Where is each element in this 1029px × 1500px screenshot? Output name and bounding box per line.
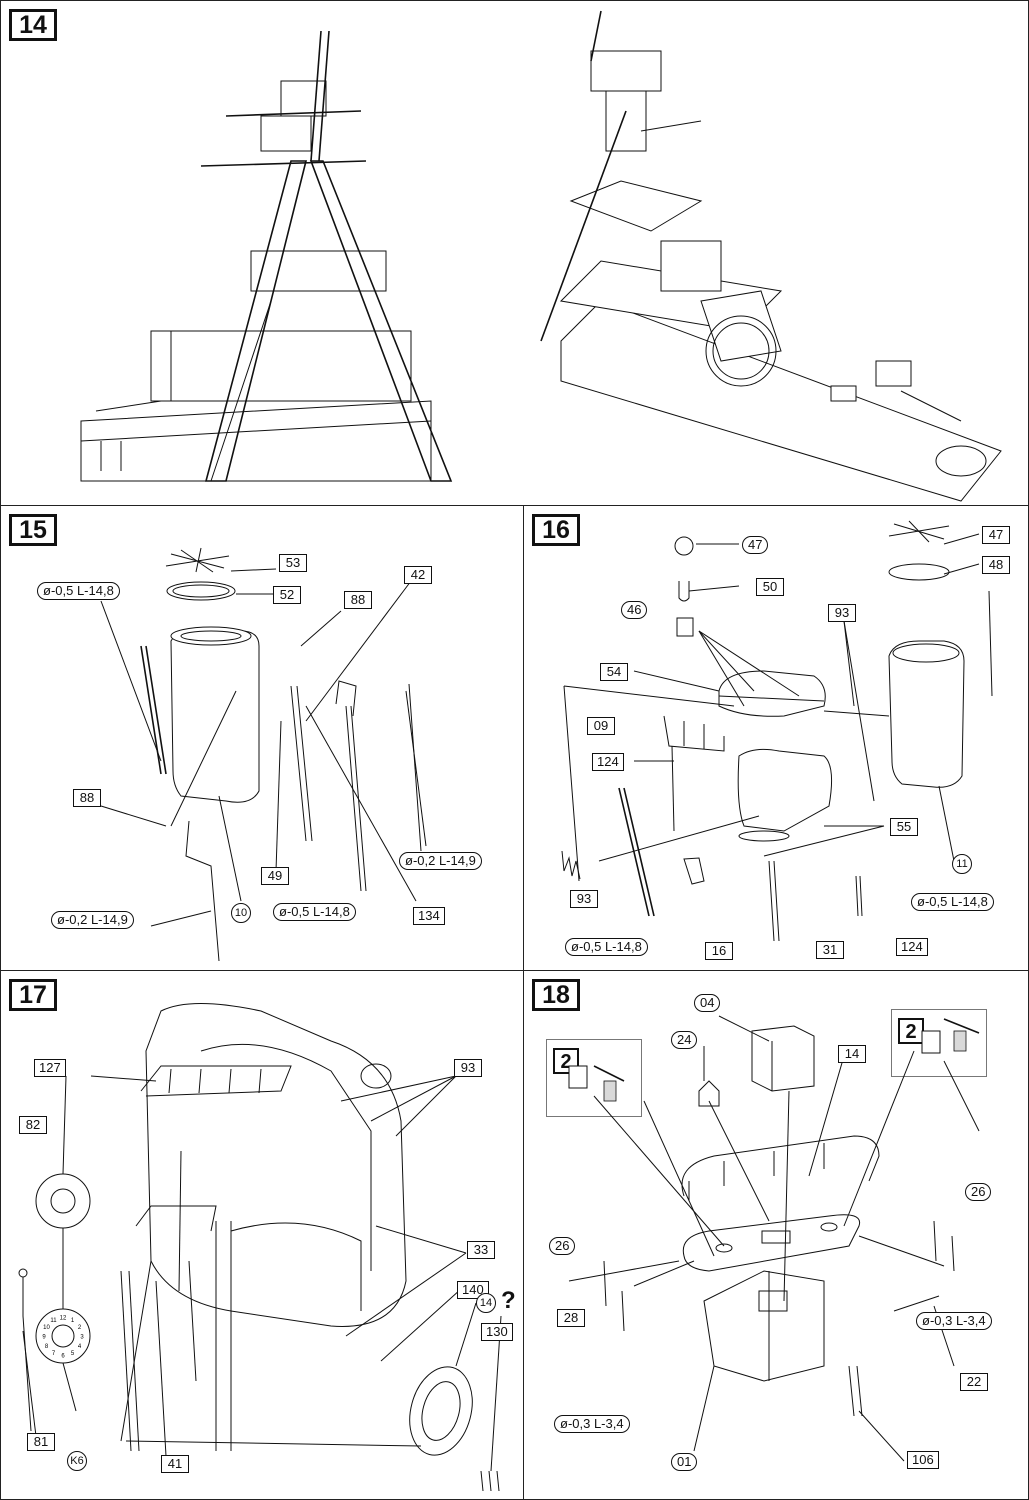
part-label-53: 53	[279, 554, 307, 572]
funnel-cap-assembly-drawing	[561, 520, 993, 942]
dial-number: 3	[80, 1335, 84, 1341]
dial-number: 10	[43, 1325, 50, 1331]
funnel-11-body	[888, 640, 965, 788]
dial-number: 7	[52, 1351, 56, 1357]
step-14-panel: 14	[0, 0, 1029, 506]
part-label-50: 50	[756, 578, 784, 596]
wire-spec-label: ø-0,5 L-14,8	[273, 903, 356, 921]
wire-spec-label: ø-0,3 L-3,4	[916, 1312, 992, 1330]
part-label-47: 47	[742, 536, 769, 554]
part-label-81: 81	[27, 1433, 55, 1451]
part-label-124: 124	[592, 753, 624, 771]
part-label-47: 47	[982, 526, 1010, 544]
dial-number: 6	[61, 1354, 65, 1360]
part-label-11: 11	[952, 854, 972, 874]
part-label-24: 24	[671, 1031, 698, 1049]
part-label-93: 93	[828, 604, 856, 622]
wire-spec-label: ø-0,2 L-14,9	[399, 852, 482, 870]
question-mark: ?	[501, 1287, 516, 1314]
tower-front-view	[80, 30, 453, 482]
part-label-33: 33	[467, 1241, 495, 1259]
part-label-16: 16	[705, 942, 733, 960]
part-label-14: 14	[838, 1045, 866, 1063]
part-label-48: 48	[982, 556, 1010, 574]
part-label-134: 134	[413, 907, 445, 925]
step-16-panel: 16	[523, 505, 1029, 971]
part-label-28: 28	[557, 1309, 585, 1327]
step-17-panel: 17	[0, 970, 524, 1500]
step-18-panel: 18 2 2	[523, 970, 1029, 1500]
inset-gun-detail: 2	[546, 1039, 642, 1117]
funnel-assembly-drawing	[100, 547, 427, 962]
dial-number: 5	[71, 1351, 75, 1357]
part-label-130: 130	[481, 1323, 513, 1341]
part-label-127: 127	[34, 1059, 66, 1077]
dial-number: 1	[71, 1318, 75, 1324]
platform-54	[718, 670, 826, 717]
part-label-10: 10	[231, 903, 251, 923]
part-label-93: 93	[570, 890, 598, 908]
part-label-42: 42	[404, 566, 432, 584]
part-label-09: 09	[587, 717, 615, 735]
railing-09	[663, 715, 725, 752]
part-label-26: 26	[549, 1237, 576, 1255]
dial-number: 4	[78, 1344, 82, 1350]
part-label-31: 31	[816, 941, 844, 959]
wire-spec-label: ø-0,5 L-14,8	[565, 938, 648, 956]
part-label-49: 49	[261, 867, 289, 885]
tower-base-body	[145, 1003, 407, 1327]
part-label-14: 14	[476, 1293, 496, 1313]
screen-55	[737, 748, 833, 832]
part-label-82: 82	[19, 1116, 47, 1134]
part-label-52: 52	[273, 586, 301, 604]
inset-step-ref: 2	[553, 1048, 579, 1074]
part-label-K6: K6	[67, 1451, 87, 1471]
step-number-17: 17	[9, 979, 57, 1011]
part-label-54: 54	[600, 663, 628, 681]
ship-isometric-view	[540, 10, 1002, 502]
part-label-55: 55	[890, 818, 918, 836]
bridge-tower-illustration	[80, 10, 1002, 502]
dial-number: 9	[42, 1335, 46, 1341]
part-label-93: 93	[454, 1059, 482, 1077]
step-15-panel: 15	[0, 505, 524, 971]
funnel-10-body	[170, 630, 260, 803]
step-number-18: 18	[532, 979, 580, 1011]
step-number-14: 14	[9, 9, 57, 41]
wire-spec-label: ø-0,2 L-14,9	[51, 911, 134, 929]
dial-number: 8	[45, 1344, 49, 1350]
part-label-22: 22	[960, 1373, 988, 1391]
part-label-140: 140	[457, 1281, 489, 1299]
step-number-15: 15	[9, 514, 57, 546]
wire-spec-label: ø-0,5 L-14,8	[37, 582, 120, 600]
wire-spec-label: ø-0,5 L-14,8	[911, 893, 994, 911]
part-label-88: 88	[344, 591, 372, 609]
part-label-26: 26	[965, 1183, 992, 1201]
bridge-top-assembly-drawing	[568, 1015, 980, 1462]
dial-number: 2	[78, 1325, 82, 1331]
part-label-88: 88	[73, 789, 101, 807]
dial-number: 11	[50, 1318, 57, 1324]
part-label-46: 46	[621, 601, 648, 619]
part-label-04: 04	[694, 994, 721, 1012]
part-label-124: 124	[896, 938, 928, 956]
dial-number: 12	[60, 1316, 67, 1322]
part-label-106: 106	[907, 1451, 939, 1469]
ladder-134	[345, 705, 367, 892]
step-number-16: 16	[532, 514, 580, 546]
part-label-01: 01	[671, 1453, 698, 1471]
part-label-41: 41	[161, 1455, 189, 1473]
wire-spec-label: ø-0,3 L-3,4	[554, 1415, 630, 1433]
grill-53-shape	[165, 547, 230, 573]
